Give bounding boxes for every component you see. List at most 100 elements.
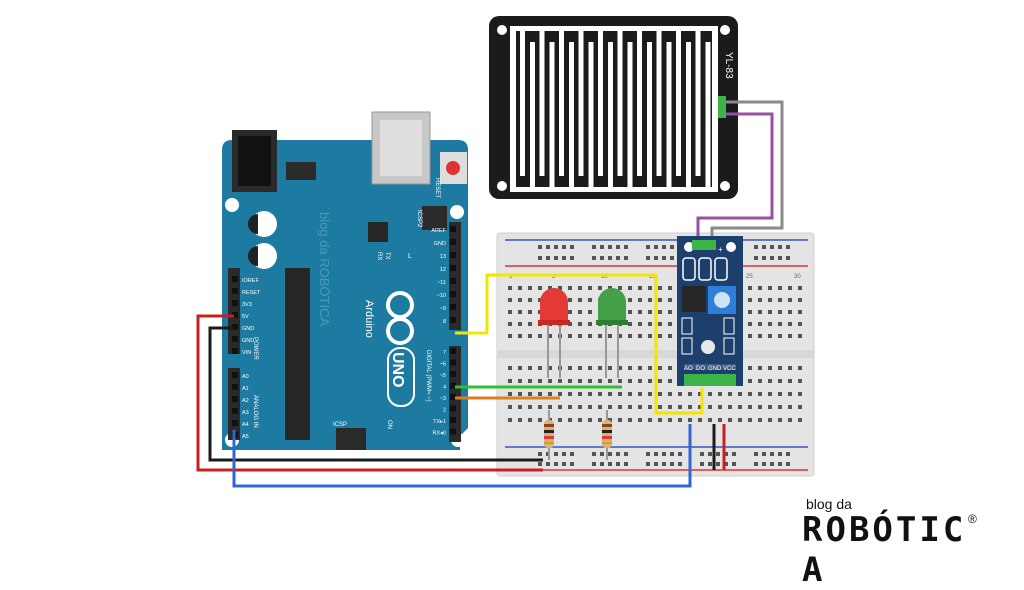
trace-spine: [712, 26, 718, 192]
rail-hole: [716, 462, 720, 466]
digital-upper-pin: [450, 226, 456, 232]
hole: [758, 405, 762, 409]
hole: [648, 379, 652, 383]
hole: [618, 392, 622, 396]
hole: [508, 366, 512, 370]
rail-hole: [786, 256, 790, 260]
hole: [618, 366, 622, 370]
hole: [518, 392, 522, 396]
uno-label: UNO: [389, 352, 406, 388]
registered-mark: ®: [968, 512, 977, 526]
hole: [638, 286, 642, 290]
rail-hole: [616, 256, 620, 260]
rail-hole: [786, 462, 790, 466]
hole: [668, 322, 672, 326]
hole: [788, 298, 792, 302]
hole: [658, 322, 662, 326]
rail-hole: [662, 245, 666, 249]
hole: [598, 405, 602, 409]
digital-upper-pin: [450, 239, 456, 245]
power-pin: [232, 336, 238, 342]
hole: [638, 379, 642, 383]
hole: [598, 418, 602, 422]
hole: [718, 418, 722, 422]
rail-hole: [716, 452, 720, 456]
rail-hole: [762, 245, 766, 249]
rail-hole: [646, 256, 650, 260]
rail-hole: [754, 256, 758, 260]
hole: [508, 379, 512, 383]
rail-hole: [670, 452, 674, 456]
hole: [508, 322, 512, 326]
power-pin-label: GND: [242, 326, 254, 332]
l-label: L: [408, 253, 412, 260]
hole: [778, 418, 782, 422]
hole: [648, 334, 652, 338]
hole: [538, 334, 542, 338]
hole: [528, 310, 532, 314]
hole: [758, 334, 762, 338]
hole: [598, 379, 602, 383]
rail-hole: [762, 256, 766, 260]
hole: [748, 405, 752, 409]
hole: [628, 298, 632, 302]
hole: [598, 334, 602, 338]
digital-upper-pin-label: 12: [440, 267, 446, 273]
analog-pin-label: A2: [242, 398, 249, 404]
rail-hole: [700, 462, 704, 466]
analog-pin-label: A5: [242, 434, 249, 440]
hole: [558, 286, 562, 290]
hole: [588, 298, 592, 302]
rail-hole: [592, 462, 596, 466]
hole: [638, 392, 642, 396]
hole: [608, 286, 612, 290]
hole: [778, 298, 782, 302]
hole: [508, 418, 512, 422]
brand-logo: blog da ROBÓTIC A ®: [800, 496, 980, 590]
rain-sensor-module: - + AO DO GND VCC: [677, 236, 743, 386]
hole: [788, 405, 792, 409]
analog-pin: [232, 372, 238, 378]
hole: [578, 405, 582, 409]
digital-upper-pin: [450, 265, 456, 271]
rail-hole: [770, 256, 774, 260]
resistor-1: [544, 410, 554, 460]
digital-upper-pin-label: 13: [440, 254, 446, 260]
black-wire: [208, 326, 543, 462]
rail-hole: [724, 452, 728, 456]
power-pin: [232, 312, 238, 318]
rail-hole: [624, 462, 628, 466]
analog-pin: [232, 408, 238, 414]
rail-hole: [662, 452, 666, 456]
hole: [528, 298, 532, 302]
hole: [508, 334, 512, 338]
hole: [638, 366, 642, 370]
digital-lower-pin-label: TX▸1: [433, 419, 446, 425]
hole: [748, 286, 752, 290]
hole: [578, 334, 582, 338]
rail-hole: [670, 245, 674, 249]
hole: [608, 334, 612, 338]
hole: [768, 379, 772, 383]
hole: [708, 418, 712, 422]
hole: [778, 310, 782, 314]
hole: [658, 366, 662, 370]
digital-upper-pin-label: ~11: [437, 280, 446, 286]
module-pin-vcc: VCC: [723, 366, 736, 372]
hole: [678, 405, 682, 409]
rail-hole: [554, 256, 558, 260]
hole: [748, 392, 752, 396]
hole: [698, 405, 702, 409]
rail-hole: [700, 452, 704, 456]
gray-wire: [710, 100, 784, 244]
hole: [658, 334, 662, 338]
brand-top-text: blog da: [806, 496, 852, 512]
trace-finger: [539, 26, 545, 176]
analog-pin-label: A4: [242, 422, 249, 428]
hole: [518, 322, 522, 326]
trace-finger: [588, 42, 594, 192]
power-pin: [232, 348, 238, 354]
analog-header-label: ANALOG IN: [252, 395, 258, 428]
hole: [548, 286, 552, 290]
hole: [658, 310, 662, 314]
